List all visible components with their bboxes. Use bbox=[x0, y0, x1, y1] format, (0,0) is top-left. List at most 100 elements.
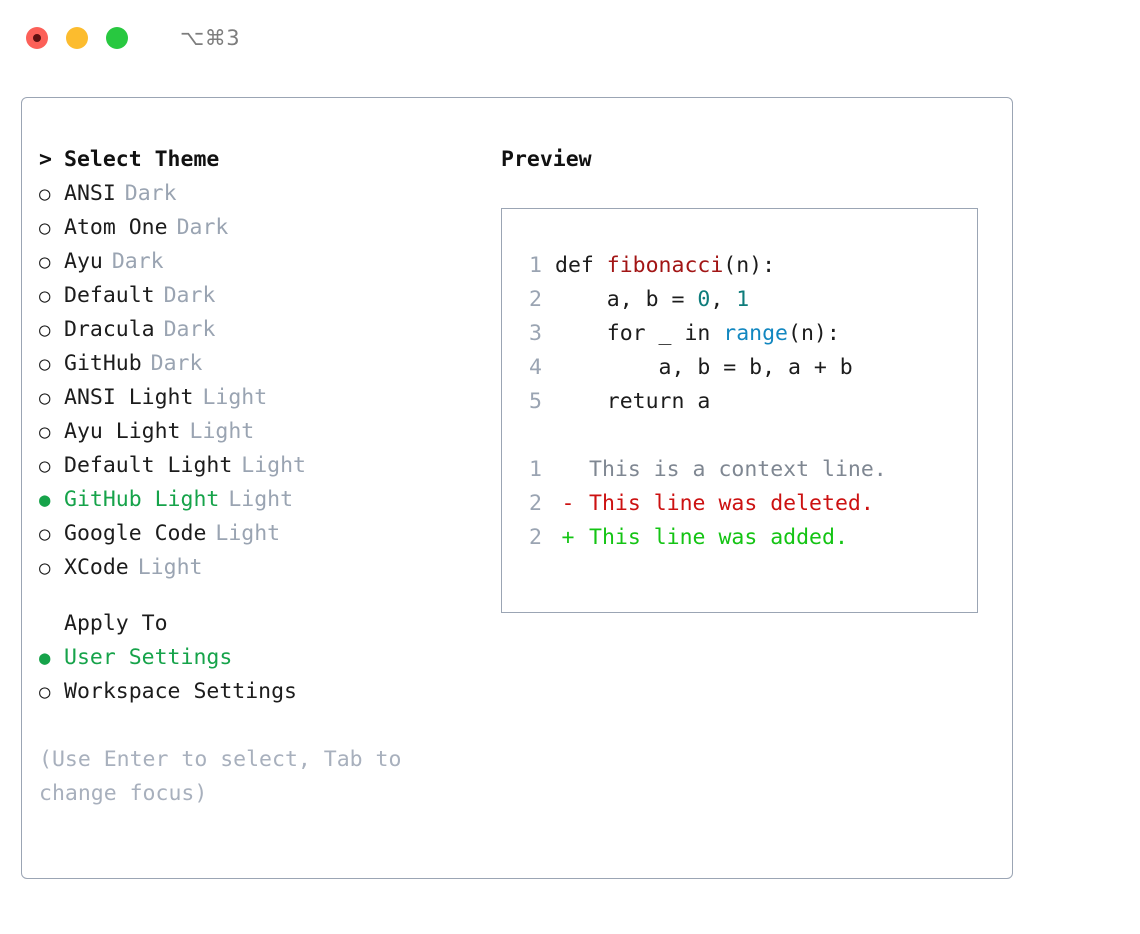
code-token: , bbox=[710, 287, 737, 312]
theme-name: Google Code bbox=[64, 521, 207, 546]
code-token-call: range bbox=[723, 321, 789, 346]
theme-category-tag: Dark bbox=[163, 283, 216, 308]
radio-unchecked-icon[interactable]: ○ bbox=[39, 285, 51, 307]
select-theme-header: > Select Theme bbox=[39, 147, 469, 181]
line-number: 2 bbox=[529, 491, 542, 516]
apply-to-header: Apply To bbox=[39, 611, 469, 645]
theme-category-tag: Light bbox=[241, 453, 307, 478]
prompt-arrow-icon: > bbox=[39, 147, 52, 172]
theme-category-tag: Dark bbox=[163, 317, 216, 342]
window-controls bbox=[26, 27, 128, 49]
theme-selector-column: > Select Theme ○ ANSI Dark ○ Atom One Da… bbox=[39, 147, 469, 811]
code-token: a, b = b, a + b bbox=[555, 355, 853, 380]
line-number: 5 bbox=[529, 389, 542, 414]
theme-option-ansi-light[interactable]: ○ ANSI Light Light bbox=[39, 385, 469, 419]
preview-column: Preview 1 def fibonacci(n): 2 a, b = 0, … bbox=[501, 147, 991, 613]
code-token: def bbox=[555, 253, 607, 278]
section-spacer bbox=[39, 589, 469, 611]
theme-option-github-light[interactable]: ● GitHub Light Light bbox=[39, 487, 469, 521]
close-button-icon[interactable] bbox=[26, 27, 48, 49]
main-panel: > Select Theme ○ ANSI Dark ○ Atom One Da… bbox=[21, 97, 1013, 879]
theme-name: ANSI Light bbox=[64, 385, 194, 410]
code-token: for _ in bbox=[555, 321, 724, 346]
theme-option-ayu-dark[interactable]: ○ Ayu Dark bbox=[39, 249, 469, 283]
theme-option-default-dark[interactable]: ○ Default Dark bbox=[39, 283, 469, 317]
apply-to-option-workspace-settings[interactable]: ○ Workspace Settings bbox=[39, 679, 469, 713]
theme-option-ansi-dark[interactable]: ○ ANSI Dark bbox=[39, 181, 469, 215]
code-line: 3 for _ in range(n): bbox=[516, 321, 977, 355]
diff-marker: - bbox=[561, 491, 575, 516]
theme-category-tag: Light bbox=[215, 521, 281, 546]
theme-option-atom-one-dark[interactable]: ○ Atom One Dark bbox=[39, 215, 469, 249]
diff-spacer bbox=[516, 423, 977, 457]
line-number: 4 bbox=[529, 355, 542, 380]
theme-category-tag: Dark bbox=[124, 181, 177, 206]
select-theme-title: Select Theme bbox=[64, 147, 220, 172]
radio-unchecked-icon[interactable]: ○ bbox=[39, 353, 51, 375]
keyboard-shortcut-label: ⌥⌘3 bbox=[180, 26, 241, 50]
theme-category-tag: Dark bbox=[176, 215, 229, 240]
theme-name: Default Light bbox=[64, 453, 233, 478]
radio-unchecked-icon[interactable]: ○ bbox=[39, 523, 51, 545]
apply-to-option-label: User Settings bbox=[64, 645, 233, 670]
theme-option-default-light[interactable]: ○ Default Light Light bbox=[39, 453, 469, 487]
radio-unchecked-icon[interactable]: ○ bbox=[39, 183, 51, 205]
apply-to-option-user-settings[interactable]: ● User Settings bbox=[39, 645, 469, 679]
radio-unchecked-icon[interactable]: ○ bbox=[39, 421, 51, 443]
code-token: a, b = bbox=[555, 287, 698, 312]
preview-title: Preview bbox=[501, 147, 592, 172]
maximize-button-icon[interactable] bbox=[106, 27, 128, 49]
line-number: 3 bbox=[529, 321, 542, 346]
radio-unchecked-icon[interactable]: ○ bbox=[39, 681, 51, 703]
code-token: return a bbox=[555, 389, 711, 414]
keyboard-hint-text: (Use Enter to select, Tab to change focu… bbox=[39, 747, 402, 806]
code-token-number: 1 bbox=[736, 287, 750, 312]
diff-text: This line was deleted. bbox=[589, 491, 874, 516]
theme-name: Ayu bbox=[64, 249, 103, 274]
radio-unchecked-icon[interactable]: ○ bbox=[39, 387, 51, 409]
diff-line-context: 1 This is a context line. bbox=[516, 457, 977, 491]
theme-name: GitHub bbox=[64, 351, 142, 376]
theme-option-xcode-light[interactable]: ○ XCode Light bbox=[39, 555, 469, 589]
line-number: 1 bbox=[529, 457, 542, 482]
theme-category-tag: Light bbox=[228, 487, 294, 512]
title-bar: ⌥⌘3 bbox=[0, 0, 1140, 76]
radio-unchecked-icon[interactable]: ○ bbox=[39, 557, 51, 579]
theme-category-tag: Dark bbox=[150, 351, 203, 376]
theme-category-tag: Light bbox=[189, 419, 255, 444]
theme-option-dracula-dark[interactable]: ○ Dracula Dark bbox=[39, 317, 469, 351]
line-number: 2 bbox=[529, 287, 542, 312]
line-number: 2 bbox=[529, 525, 542, 550]
code-token-function: fibonacci bbox=[606, 253, 724, 278]
radio-unchecked-icon[interactable]: ○ bbox=[39, 319, 51, 341]
theme-category-tag: Light bbox=[202, 385, 268, 410]
radio-checked-icon[interactable]: ● bbox=[39, 647, 51, 669]
radio-unchecked-icon[interactable]: ○ bbox=[39, 217, 51, 239]
code-token: (n): bbox=[788, 321, 840, 346]
theme-name: Dracula bbox=[64, 317, 155, 342]
theme-option-google-code-light[interactable]: ○ Google Code Light bbox=[39, 521, 469, 555]
preview-box: 1 def fibonacci(n): 2 a, b = 0, 1 3 for … bbox=[501, 208, 978, 613]
diff-text: This line was added. bbox=[589, 525, 848, 550]
theme-option-github-dark[interactable]: ○ GitHub Dark bbox=[39, 351, 469, 385]
diff-marker: + bbox=[561, 525, 575, 550]
code-line: 5 return a bbox=[516, 389, 977, 423]
code-token: (n): bbox=[723, 253, 776, 278]
apply-to-option-label: Workspace Settings bbox=[64, 679, 297, 704]
code-line: 4 a, b = b, a + b bbox=[516, 355, 977, 389]
diff-line-deleted: 2 - This line was deleted. bbox=[516, 491, 977, 525]
line-number: 1 bbox=[529, 253, 542, 278]
diff-text: This is a context line. bbox=[589, 457, 887, 482]
radio-unchecked-icon[interactable]: ○ bbox=[39, 455, 51, 477]
theme-name: GitHub Light bbox=[64, 487, 220, 512]
theme-category-tag: Dark bbox=[111, 249, 164, 274]
minimize-button-icon[interactable] bbox=[66, 27, 88, 49]
radio-unchecked-icon[interactable]: ○ bbox=[39, 251, 51, 273]
code-line: 1 def fibonacci(n): bbox=[516, 253, 977, 287]
radio-checked-icon[interactable]: ● bbox=[39, 489, 51, 511]
theme-option-ayu-light[interactable]: ○ Ayu Light Light bbox=[39, 419, 469, 453]
theme-name: Atom One bbox=[64, 215, 168, 240]
theme-name: Ayu Light bbox=[64, 419, 181, 444]
theme-name: ANSI bbox=[64, 181, 116, 206]
